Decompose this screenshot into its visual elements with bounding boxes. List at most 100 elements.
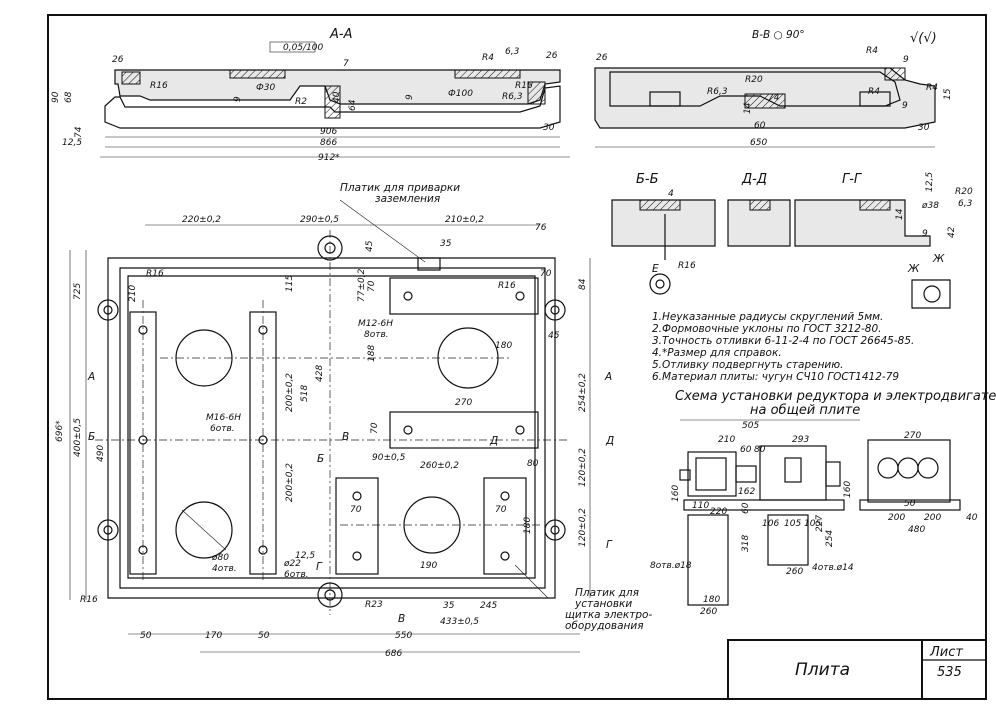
roughness-mark: √(√) — [910, 31, 937, 46]
radius-r16-c: R16 — [80, 595, 98, 605]
note-4: 4.*Размер для справок. — [652, 347, 782, 359]
dim-aa-26a: 26 — [112, 55, 124, 65]
cut-a-left: А — [87, 371, 95, 383]
view-zh-label: Ж — [907, 263, 920, 275]
dim-plan-80: 80 — [527, 459, 539, 469]
dim-s-80: 80 — [754, 445, 766, 455]
sheet-frame — [47, 14, 987, 700]
technical-notes: 1.Неуказанные радиусы скруглений 5мм. 2.… — [652, 311, 914, 383]
note-platik-panel-3: щитка электро- — [565, 609, 652, 621]
dim-vv-74: 74 — [768, 93, 780, 103]
section-aa-title: А-А — [329, 27, 352, 42]
dim-vv-30: 30 — [918, 123, 930, 133]
dim-s-220: 220 — [710, 507, 727, 517]
dim-s-260: 260 — [786, 567, 803, 577]
dim-gg-42: 42 — [947, 226, 957, 238]
dim-plan-254: 254±0,2 — [578, 373, 588, 412]
dim-plan-180h: 180 — [495, 341, 512, 351]
tolerance-frame: 0,05/100 — [283, 43, 324, 53]
dim-aa-r16: R16 — [150, 81, 168, 91]
dim-gg-12-5: 12,5 — [925, 172, 935, 192]
dim-aa-f100: Ф100 — [448, 89, 473, 99]
cut-g-right: Г — [606, 539, 613, 551]
small-sections: Б-Б Д-Д Г-Г Е R16 Ж Ж 12,5 R20 6,3 ø38 9… — [611, 172, 973, 309]
dim-plan-428: 428 — [315, 365, 325, 382]
dim-s-105b: 105 — [804, 519, 821, 529]
dim-s-105a: 105 — [784, 519, 801, 529]
dim-plan-120a: 120±0,2 — [578, 448, 588, 487]
dim-plan-50a: 50 — [140, 631, 152, 641]
cut-v-top: В — [342, 431, 349, 443]
callout-m16-count: 6отв. — [210, 424, 235, 434]
dim-aa-866: 866 — [320, 138, 337, 148]
dim-s-60b: 60 — [741, 502, 751, 514]
dim-plan-518: 518 — [300, 385, 310, 402]
dim-vv-14: 14 — [743, 102, 753, 114]
scheme-title-1: Схема установки редуктора и электродвига… — [675, 389, 996, 404]
dim-s-505: 505 — [742, 421, 759, 431]
dim-s-162: 162 — [738, 487, 755, 497]
callout-d80-count: 4отв. — [212, 564, 237, 574]
dim-s-200b: 200 — [924, 513, 941, 523]
dim-aa-r4: R4 — [482, 53, 494, 63]
dim-aa-9b: 9 — [405, 94, 415, 100]
dim-gg-r20: R20 — [955, 187, 973, 197]
callout-d80: ø80 — [211, 553, 229, 563]
note-platik-grounding-2: заземления — [375, 193, 440, 205]
dim-plan-270: 270 — [455, 398, 472, 408]
dim-vv-15: 15 — [943, 88, 953, 100]
dim-aa-90: 90 — [51, 91, 61, 103]
dim-s-40: 40 — [966, 513, 978, 523]
dim-plan-70a: 70 — [367, 280, 377, 292]
dim-s-160: 160 — [671, 485, 681, 502]
cut-g-inner: Г — [316, 561, 323, 573]
dim-vv-650: 650 — [750, 138, 767, 148]
dim-vv-r4c: R4 — [926, 83, 938, 93]
dim-plan-400: 400±0,5 — [73, 418, 83, 457]
note-platik-panel-2: установки — [574, 598, 632, 610]
note-platik-grounding-1: Платик для приварки — [340, 182, 460, 194]
dim-s-50: 50 — [904, 499, 916, 509]
dim-vv-9b: 9 — [902, 101, 908, 111]
dim-vv-r20: R20 — [745, 75, 763, 85]
dim-plan-433: 433±0,5 — [440, 617, 479, 627]
dim-aa-r2: R2 — [295, 97, 307, 107]
installation-scheme: Схема установки редуктора и электродвига… — [650, 389, 996, 617]
dim-plan-220: 220±0,2 — [182, 215, 221, 225]
dim-plan-35: 35 — [440, 239, 452, 249]
dim-plan-188: 188 — [367, 345, 377, 362]
dim-s-254: 254 — [825, 530, 835, 547]
dim-plan-115: 115 — [285, 275, 295, 292]
note-5: 5.Отливку подвергнуть старению. — [652, 359, 843, 371]
note-platik-panel-4: оборудования — [565, 620, 644, 632]
dim-plan-120b: 120±0,2 — [578, 508, 588, 547]
dim-gg-14: 14 — [895, 208, 905, 220]
cut-d-right: Д — [605, 435, 614, 447]
callout-m16: М16-6Н — [206, 413, 241, 423]
dim-plan-190: 190 — [420, 561, 437, 571]
dim-s-227: 227 — [815, 515, 825, 532]
dim-aa-26b: 26 — [546, 51, 558, 61]
dim-vv-r4b: R4 — [868, 87, 880, 97]
dim-plan-290: 290±0,5 — [300, 215, 339, 225]
sheet-number: 535 — [937, 665, 962, 680]
dim-plan-725: 725 — [73, 283, 83, 300]
dim-aa-74: 74 — [74, 126, 84, 138]
title-block: Плита Лист 535 — [727, 639, 987, 700]
dim-s-60: 60 — [740, 445, 752, 455]
radius-r23: R23 — [365, 600, 383, 610]
dim-aa-r16b: R16 — [515, 81, 533, 91]
dim-plan-210: 210±0,2 — [445, 215, 484, 225]
dim-gg-d38: ø38 — [921, 201, 939, 211]
dim-s-480: 480 — [908, 525, 925, 535]
dim-plan-76: 76 — [535, 223, 547, 233]
scheme-title-2: на общей плите — [750, 403, 860, 418]
dim-plan-50b: 50 — [258, 631, 270, 641]
note-1: 1.Неуказанные радиусы скруглений 5мм. — [652, 311, 883, 323]
sheet-label: Лист — [929, 645, 963, 660]
dim-aa-r6-3: R6,3 — [502, 92, 523, 102]
dim-aa-9: 9 — [233, 96, 243, 102]
dim-s-270: 270 — [904, 431, 921, 441]
radius-r16-b: R16 — [498, 281, 516, 291]
